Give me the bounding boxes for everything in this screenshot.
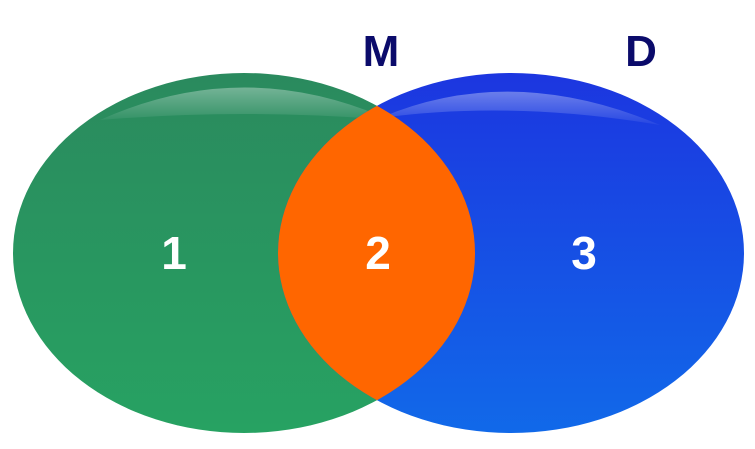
set-d-title: D — [625, 27, 657, 76]
region-label-right: 3 — [571, 227, 597, 279]
intersection-region — [278, 73, 475, 433]
region-label-intersection: 2 — [365, 227, 391, 279]
region-label-left: 1 — [161, 227, 187, 279]
set-m-title: M — [363, 27, 400, 76]
